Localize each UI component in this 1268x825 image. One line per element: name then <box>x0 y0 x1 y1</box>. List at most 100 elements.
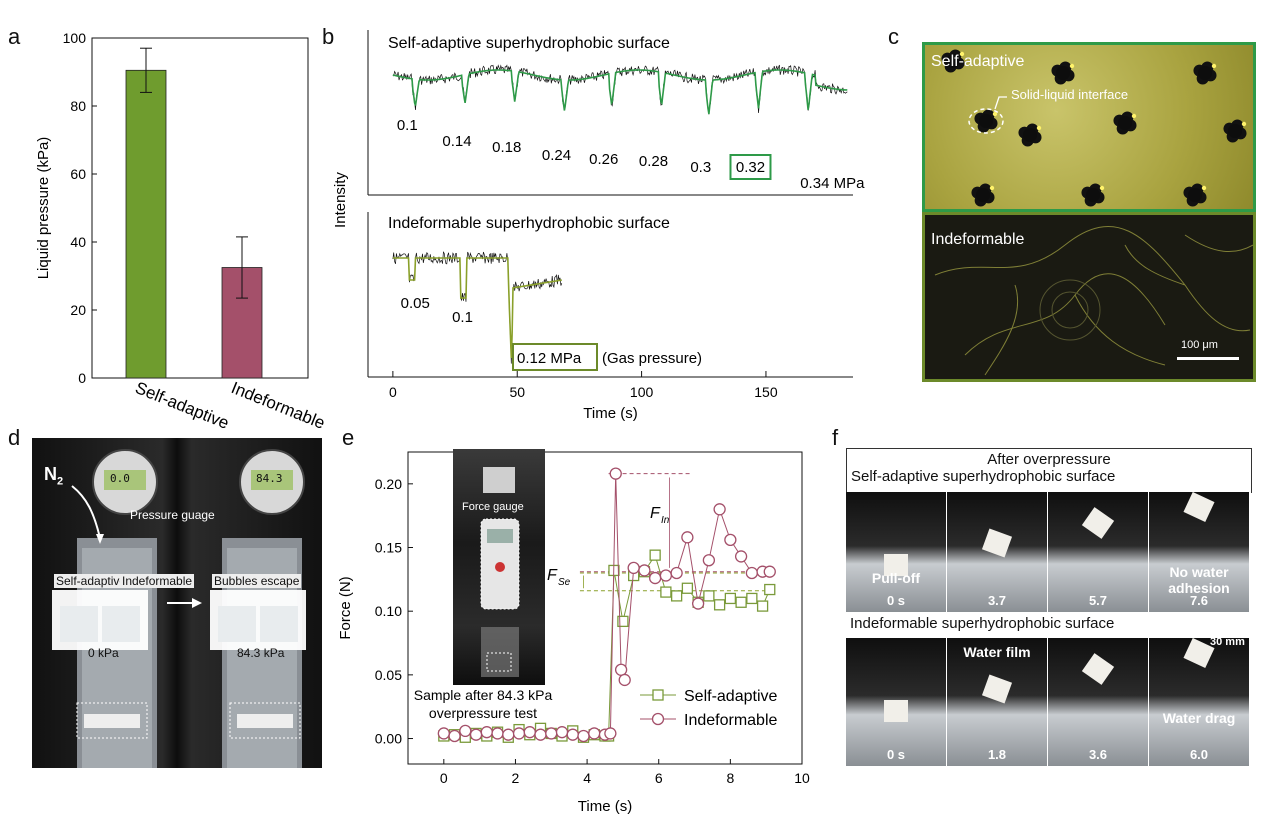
top-trace-title: Self-adaptive superhydrophobic surface <box>388 35 670 52</box>
top-pressure-label: 0.28 <box>639 153 668 170</box>
y-tick-label: 40 <box>70 234 86 250</box>
legend-label: Self-adaptive <box>684 688 777 705</box>
data-point-circle <box>713 503 726 516</box>
pillar-center <box>1118 116 1132 130</box>
tag-indeformable: Indeformable <box>120 574 195 588</box>
data-point-circle <box>614 663 628 676</box>
highlight <box>1069 63 1075 69</box>
x-tick-label: 0 <box>440 770 448 786</box>
data-point-square <box>764 583 776 596</box>
f-se-label: F <box>547 567 558 584</box>
data-point-circle <box>566 728 579 741</box>
bottom-time: 1.8 <box>987 747 1007 762</box>
data-point-square <box>660 586 672 598</box>
x-tick-label: 6 <box>655 770 663 786</box>
top-time: 5.7 <box>1088 593 1108 608</box>
x-tick-label: Self-adaptive <box>133 378 232 433</box>
axes-frame <box>91 37 309 379</box>
panel-letter-b: b <box>322 24 335 49</box>
y-axis-label: Force (N) <box>337 576 354 639</box>
panel-letter-a: a <box>8 24 21 49</box>
sample-caption: Sample after 84.3 kPa <box>414 687 553 703</box>
top-time: 3.7 <box>987 593 1007 608</box>
data-point-square <box>724 592 737 605</box>
top-pressure-label: 0.3 <box>690 159 711 176</box>
data-point-circle <box>763 565 776 578</box>
data-point-circle <box>734 550 748 563</box>
tag-self-adaptive: Self-adaptive <box>54 574 129 588</box>
micrograph-indeformable: Indeformable 100 μm <box>922 212 1256 382</box>
data-point-circle <box>604 727 617 740</box>
bottom-note: (Gas pressure) <box>602 350 702 367</box>
pillar-center <box>1056 66 1070 80</box>
data-point-circle <box>502 728 515 741</box>
data-point-circle <box>491 727 504 740</box>
data-point-circle <box>648 571 662 585</box>
x-tick-label: 2 <box>512 770 520 786</box>
data-point-circle <box>545 727 558 740</box>
scale-bar-label: 100 μm <box>1181 339 1218 351</box>
cube <box>1183 492 1215 523</box>
gas-label: N2 <box>44 464 64 488</box>
y-tick-label: 60 <box>70 166 86 182</box>
data-point-circle <box>448 729 461 743</box>
panel-letter-d: d <box>8 425 21 450</box>
top-note: No water adhesion <box>1168 564 1230 596</box>
data-point-circle <box>523 726 536 739</box>
data-point-square <box>681 582 694 594</box>
y-axis-label: Liquid pressure (kPa) <box>35 137 52 280</box>
bottom-frame: 0 s <box>846 638 946 766</box>
data-point-circle <box>459 724 472 738</box>
highlight <box>992 111 998 117</box>
micrograph-self-adaptive: Self-adaptive Solid-liquid interface <box>922 42 1256 212</box>
tag-bubbles: Bubbles escape <box>212 574 302 588</box>
data-point-circle <box>724 533 737 547</box>
y-tick-label: 80 <box>70 98 86 114</box>
bottom-note: Water drag <box>1162 710 1236 726</box>
y-tick-label: 100 <box>63 30 87 46</box>
top-time: 7.6 <box>1189 593 1209 608</box>
legend-marker <box>651 712 665 726</box>
bottom-frame: 3.6 <box>1048 638 1148 766</box>
bottom-boxed-highlight <box>512 343 598 371</box>
inset-force-gauge: Force gauge <box>453 449 545 685</box>
chart-a: 020406080100Self-adaptiveIndeformableLiq… <box>35 30 328 433</box>
highlight <box>959 51 965 57</box>
pressure-left: 0 kPa <box>88 646 119 660</box>
bottom-fit-trace <box>392 257 562 359</box>
bottom-boxed-label: 0.12 MPa <box>517 350 582 367</box>
data-point-circle <box>534 728 547 741</box>
panel-f-header: After overpressure Self-adaptive superhy… <box>846 448 1252 493</box>
bottom-trace-title: Indeformable superhydrophobic surface <box>388 215 670 232</box>
bottom-pressure-label: 0.05 <box>401 295 430 312</box>
y-axis-label: Intensity <box>332 172 349 228</box>
x-tick-label: 4 <box>583 770 591 786</box>
data-point-square <box>713 599 726 611</box>
top-frame: 5.7 <box>1048 492 1148 612</box>
highlight <box>1099 185 1105 191</box>
y-tick-label: 0.05 <box>375 667 402 683</box>
data-point-circle <box>638 564 651 577</box>
pillar-center <box>1228 124 1242 138</box>
gauge-reading-left: 0.0 <box>110 472 130 485</box>
top-boxed-highlight <box>729 154 772 180</box>
top-fit-trace <box>392 69 848 115</box>
data-point-square <box>746 592 758 605</box>
y-tick-label: 0.20 <box>375 476 402 492</box>
y-tick-label: 0.15 <box>375 540 402 556</box>
top-pressure-label: 0.26 <box>589 151 618 168</box>
data-point-square <box>735 596 747 608</box>
gauge-label: Pressure guage <box>130 508 215 522</box>
cube <box>884 554 908 576</box>
y-tick-label: 0 <box>78 370 86 386</box>
panel-f-top-title: Self-adaptive superhydrophobic surface <box>851 468 1116 485</box>
x-tick-label: 8 <box>726 770 734 786</box>
gauge-reading-right: 84.3 <box>256 472 283 485</box>
micrograph-bottom-label: Indeformable <box>931 231 1025 248</box>
panel-f-bottom-title: Indeformable superhydrophobic surface <box>850 615 1115 632</box>
